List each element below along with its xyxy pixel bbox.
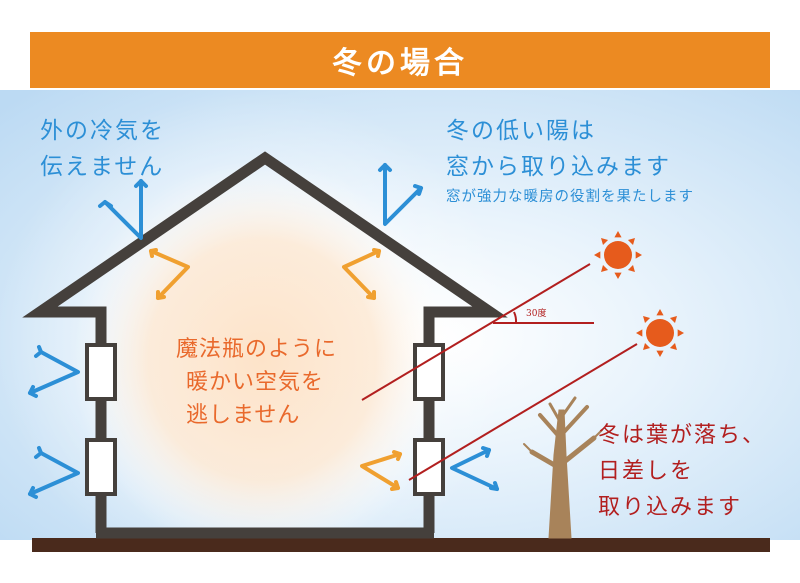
sun-ray-spike <box>614 272 622 279</box>
warm-arrow-roof-left <box>149 249 190 300</box>
sun-ray-spike <box>594 251 601 259</box>
warm-arrow-roof-right <box>342 249 381 300</box>
sun-ray-upper <box>361 263 591 401</box>
angle-arc <box>513 311 518 324</box>
cold-air-arrows <box>28 163 499 499</box>
sun-disc <box>604 241 632 269</box>
window-left-upper <box>85 343 117 401</box>
thermos-line-2: 暖かい空気を <box>186 370 325 395</box>
outside-line-1: 外の冷気を <box>40 118 165 144</box>
sun-ray-spike <box>643 316 651 324</box>
sun-ray-lower <box>408 343 638 481</box>
sun-line-1: 冬の低い陽は <box>446 118 596 144</box>
cold-arrow-roof-right <box>383 163 423 226</box>
sun-ray-spike <box>636 329 643 337</box>
sun-ray-spike <box>601 264 609 272</box>
sun-icon <box>636 309 684 357</box>
low-sun-text: 冬の低い陽は 窓から取り込みます <box>446 113 671 185</box>
sun-ray-spike <box>601 238 609 246</box>
tree-line-2: 日差しを <box>598 459 695 484</box>
window-left-lower <box>85 438 117 496</box>
sun-ray-spike <box>627 238 635 246</box>
low-sun-subtext: 窓が強力な暖房の役割を果たします <box>446 189 694 205</box>
sun-ray-spike <box>635 251 642 259</box>
cold-arrow-wall-left-lower <box>28 451 80 496</box>
sun-ray-spike <box>669 316 677 324</box>
sun-line-2: 窓から取り込みます <box>446 154 671 180</box>
sun-ray-spike <box>677 329 684 337</box>
sun-ray-spike <box>614 231 622 238</box>
thermos-line-1: 魔法瓶のように <box>176 337 338 362</box>
sun-rays <box>361 263 638 481</box>
sun-ray-spike <box>656 309 664 316</box>
tree-line-1: 冬は葉が落ち、 <box>598 423 767 448</box>
angle-label: 30度 <box>526 309 547 319</box>
tree-line-3: 取り込みます <box>598 495 743 520</box>
warm-arrow-wall-right <box>360 452 402 490</box>
ground <box>32 538 770 552</box>
sun-ray-spike <box>643 342 651 350</box>
outside-air-text: 外の冷気を 伝えません <box>40 113 165 185</box>
warm-air-arrows <box>149 248 402 491</box>
page-title: 冬の場合 <box>332 46 468 81</box>
cold-arrow-roof-left <box>103 179 143 240</box>
sun-ray-spike <box>656 350 664 357</box>
sun-icon <box>594 231 642 279</box>
title-bar: 冬の場合 <box>30 32 770 88</box>
cold-arrow-wall-left-upper <box>28 350 80 395</box>
outside-line-2: 伝えません <box>40 154 165 180</box>
sun-ray-spike <box>627 264 635 272</box>
tree-text: 冬は葉が落ち、 日差しを 取り込みます <box>598 418 766 526</box>
sun-ray-spike <box>669 342 677 350</box>
bare-tree-icon <box>523 396 603 539</box>
sun-disc <box>646 319 674 347</box>
cold-arrow-wall-right-lower <box>450 448 499 491</box>
house-icon <box>22 151 508 533</box>
thermos-line-3: 逃しません <box>186 403 301 428</box>
thermos-text: 魔法瓶のように 暖かい空気を 逃しません <box>176 333 337 432</box>
